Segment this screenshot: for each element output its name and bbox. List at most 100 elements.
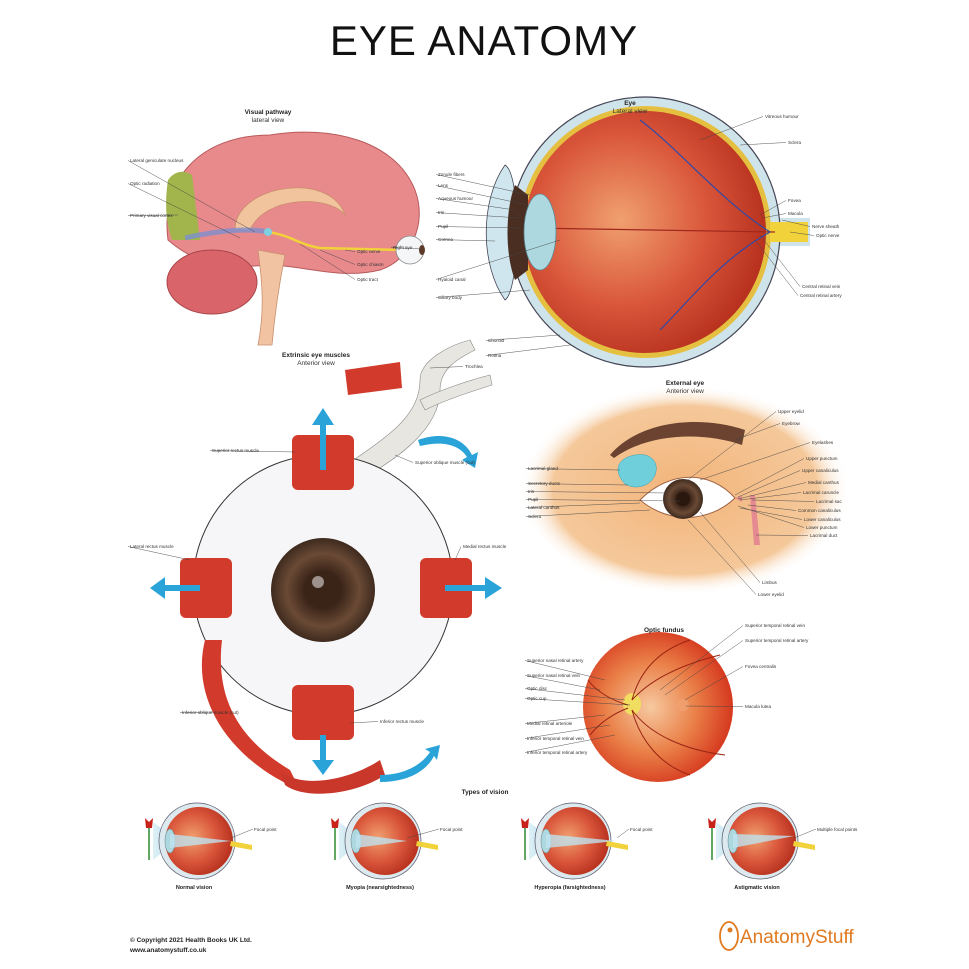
optic-fundus-labels-left-label: Inferior temporal retinal vein (527, 736, 584, 741)
visual-pathway-title: Visual pathway (245, 109, 292, 116)
leader-line (754, 239, 799, 296)
flower-icon (521, 818, 529, 828)
leader-line (299, 243, 356, 280)
leader-line (344, 249, 356, 252)
eye-lateral-labels-right-label: Central retinal artery (800, 293, 842, 298)
leader-line (684, 666, 744, 701)
visual-pathway-labels-label: Optic tract (357, 277, 379, 282)
leader-line (209, 450, 296, 453)
leader-line (759, 200, 787, 216)
focus-beam (733, 834, 794, 848)
external-eye-labels-right-label: Lacrimal duct (810, 533, 838, 538)
leader-line (406, 828, 440, 839)
flower-icon (708, 818, 716, 828)
optic-fundus-illustration (583, 632, 733, 782)
leader-line (230, 828, 254, 839)
focal-point-label: Focal point (254, 827, 277, 832)
visual-pathway-labels-label: Right eye (393, 245, 413, 250)
eye-lateral-labels-right-label: Macula (788, 211, 803, 216)
leader-line (737, 470, 801, 498)
flower-icon (145, 818, 153, 828)
leader-line (435, 289, 531, 298)
leader-line (616, 828, 630, 839)
copyright-text: © Copyright 2021 Health Books UK Ltd. (130, 936, 252, 944)
leader-line (435, 239, 561, 280)
visual-pathway-labels-label: Optic radiation (130, 181, 160, 186)
leader-line (525, 491, 669, 494)
leader-line (734, 423, 781, 441)
leader-line (319, 249, 356, 265)
extrinsic-muscles-labels-label: Inferior oblique muscle (cut) (182, 710, 239, 715)
leader-line (525, 502, 641, 508)
leader-line (524, 675, 601, 691)
eye-lateral-labels-left-label: Lens (438, 183, 449, 188)
optic-fundus-labels-right-label: Fovea centralis (745, 664, 777, 669)
external-eye-labels-left-label: Iris (528, 489, 535, 494)
leader-line (524, 698, 631, 706)
optic-nerve (793, 841, 815, 850)
focus-beam (170, 834, 231, 848)
optic-fundus-title: Optic fundus (644, 627, 684, 634)
optic-fundus-labels-right-label: Superior temporal retinal artery (745, 638, 809, 643)
leader-line (349, 721, 379, 724)
leader-line (687, 519, 757, 595)
leader-line (737, 482, 807, 500)
leader-line (699, 511, 761, 583)
leader-line (525, 468, 621, 471)
extrinsic-muscles-labels-label: Inferior rectus muscle (380, 719, 424, 724)
external-eye-labels-right-label: Lower eyelid (758, 592, 784, 597)
leader-line (755, 534, 809, 536)
leader-line (524, 660, 606, 681)
leader-line (127, 214, 179, 216)
external-eye-title: External eye (666, 380, 705, 387)
leader-line (485, 334, 561, 341)
types-of-vision-title: Types of vision (462, 789, 509, 796)
optic-fundus-labels-left-label: Optic cup (527, 696, 547, 701)
leader-line (525, 499, 681, 502)
leader-line (699, 116, 764, 141)
eye-lateral-labels-left-label: Choroid (488, 338, 505, 343)
external-eye-labels-left-label: Lateral canthus (528, 505, 560, 510)
leader-line (127, 160, 256, 233)
leader-line (737, 505, 805, 528)
external-eye-labels-left-label: Pupil (528, 497, 538, 502)
focal-point-label: Multiple focal points (817, 827, 858, 832)
external-eye-labels-right-label: Lower punctum (806, 525, 838, 530)
leader-line (789, 231, 815, 236)
vision-caption: Normal vision (176, 885, 213, 891)
vision-caption: Myopia (nearsightedness) (346, 885, 414, 891)
external-eye-subtitle: Anterior view (666, 388, 704, 395)
anatomystuff-logo: AnatomyStuff (719, 921, 854, 951)
leader-line (390, 247, 423, 250)
leader-line (781, 219, 811, 227)
focus-beam (356, 834, 407, 848)
external-eye-labels-right-label: Lower canaliculus (804, 517, 841, 522)
visual-pathway-labels-label: Lateral geniculate nucleus (130, 158, 184, 163)
external-eye-labels-right-label: Upper eyelid (778, 409, 804, 414)
leader-line (435, 212, 521, 219)
leader-line (524, 734, 616, 753)
focus-beam (546, 834, 617, 848)
eye-lateral-labels-left-label: Hyaloid canal (438, 277, 466, 282)
movement-arrows (150, 408, 502, 782)
visual-pathway-subtitle: lateral view (252, 117, 285, 124)
leader-line (485, 344, 571, 356)
optic-nerve (230, 841, 252, 850)
leader-line (179, 711, 216, 713)
leader-line (435, 226, 523, 229)
leader-line (793, 828, 817, 839)
external-eye-labels-right-label: Limbus (762, 580, 778, 585)
flower-icon (331, 818, 339, 828)
external-eye-labels-right-label: Eyebrow (782, 421, 801, 426)
leader-line (524, 714, 606, 724)
leader-line (674, 411, 777, 491)
leader-line (664, 640, 744, 696)
logo-text: AnatomyStuff (740, 927, 854, 948)
external-eye-labels-right-label: Medial canthus (808, 480, 840, 485)
optic-fundus-labels-left-label: Inferior temporal retinal artery (527, 750, 588, 755)
leader-line (699, 442, 811, 481)
eye-lateral-illustration (485, 96, 810, 368)
external-eye-labels-left-label: Secretory ducts (528, 481, 561, 486)
